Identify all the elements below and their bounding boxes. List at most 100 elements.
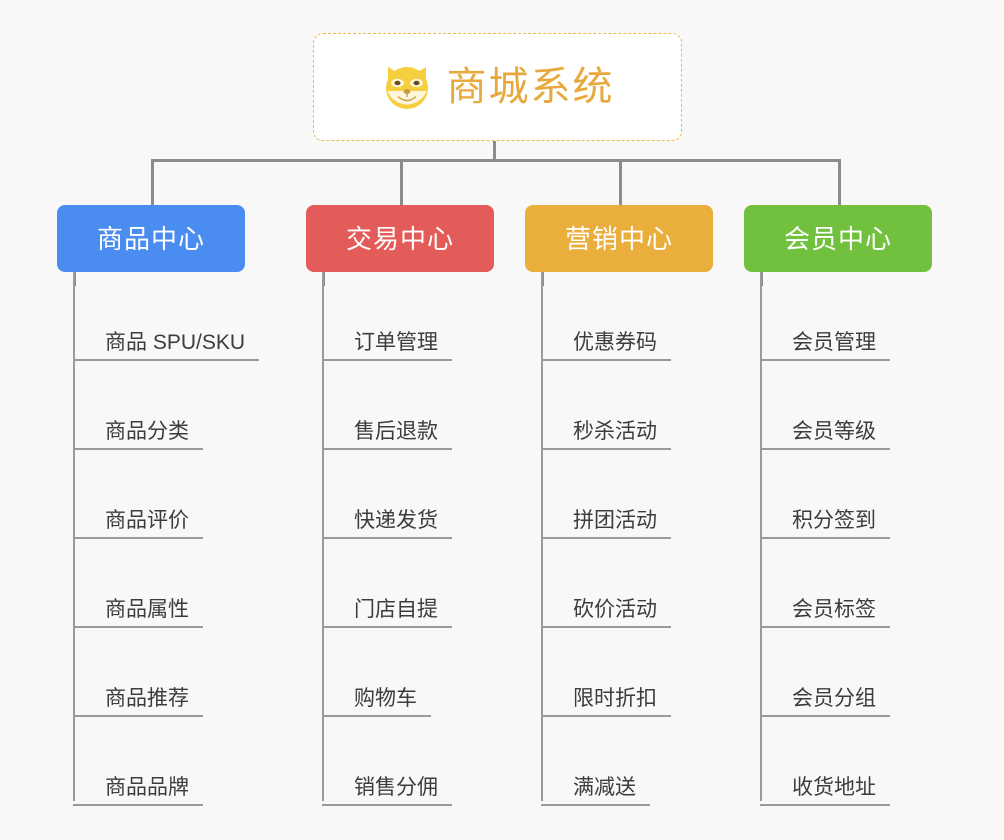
list-item-rule bbox=[541, 715, 671, 717]
list-item-label: 快递发货 bbox=[354, 508, 438, 532]
list-item[interactable]: 门店自提 bbox=[322, 539, 494, 628]
list-item-label: 满减送 bbox=[573, 775, 636, 799]
list-item-label: 会员标签 bbox=[792, 597, 876, 621]
list-item[interactable]: 商品 SPU/SKU bbox=[73, 272, 260, 361]
list-item[interactable]: 商品分类 bbox=[73, 361, 245, 450]
list-item-label: 销售分佣 bbox=[354, 775, 438, 799]
list-item[interactable]: 快递发货 bbox=[322, 450, 494, 539]
list-item-label: 砍价活动 bbox=[573, 597, 657, 621]
list-item-rule bbox=[760, 537, 890, 539]
list-item-rule bbox=[760, 359, 890, 361]
list-item-rule bbox=[322, 448, 452, 450]
list-item[interactable]: 收货地址 bbox=[760, 717, 932, 806]
category-column-marketing: 营销中心 优惠券码 秒杀活动 拼团活动 砍价活动 限时折扣 满减送 bbox=[525, 205, 713, 817]
connector-root-vertical bbox=[493, 141, 496, 161]
list-item[interactable]: 售后退款 bbox=[322, 361, 494, 450]
list-item-rule bbox=[73, 448, 203, 450]
list-item-rule bbox=[541, 359, 671, 361]
category-column-member: 会员中心 会员管理 会员等级 积分签到 会员标签 会员分组 收货地址 bbox=[744, 205, 932, 817]
connector-drop-3 bbox=[619, 159, 622, 205]
list-item-label: 售后退款 bbox=[354, 419, 438, 443]
list-item[interactable]: 销售分佣 bbox=[322, 717, 494, 806]
list-item-label: 会员分组 bbox=[792, 686, 876, 710]
category-column-trade: 交易中心 订单管理 售后退款 快递发货 门店自提 购物车 销售分佣 bbox=[306, 205, 494, 817]
column-spine bbox=[541, 272, 543, 801]
list-item[interactable]: 商品评价 bbox=[73, 450, 245, 539]
category-header-marketing[interactable]: 营销中心 bbox=[525, 205, 713, 272]
list-item-rule bbox=[73, 715, 203, 717]
list-item-rule bbox=[322, 715, 431, 717]
column-spine bbox=[322, 272, 324, 801]
list-item-rule bbox=[73, 626, 203, 628]
list-item-rule bbox=[322, 537, 452, 539]
connector-drop-4 bbox=[838, 159, 841, 205]
column-spine bbox=[73, 272, 75, 801]
list-item-label: 商品品牌 bbox=[105, 775, 189, 799]
list-item-label: 会员等级 bbox=[792, 419, 876, 443]
list-item-label: 收货地址 bbox=[792, 775, 876, 799]
list-item[interactable]: 商品属性 bbox=[73, 539, 245, 628]
list-item-label: 门店自提 bbox=[354, 597, 438, 621]
list-item[interactable]: 积分签到 bbox=[760, 450, 932, 539]
list-item-rule bbox=[541, 448, 671, 450]
category-items-trade: 订单管理 售后退款 快递发货 门店自提 购物车 销售分佣 bbox=[322, 272, 494, 817]
connector-horizontal-bus bbox=[151, 159, 840, 162]
list-item[interactable]: 优惠券码 bbox=[541, 272, 713, 361]
list-item-rule bbox=[73, 537, 203, 539]
list-item-label: 商品推荐 bbox=[105, 686, 189, 710]
list-item-rule bbox=[322, 359, 452, 361]
category-title: 交易中心 bbox=[345, 223, 454, 254]
list-item-label: 商品 SPU/SKU bbox=[105, 330, 246, 354]
category-items-marketing: 优惠券码 秒杀活动 拼团活动 砍价活动 限时折扣 满减送 bbox=[541, 272, 713, 817]
list-item-label: 商品属性 bbox=[105, 597, 189, 621]
list-item-rule bbox=[760, 448, 890, 450]
list-item-rule bbox=[760, 715, 890, 717]
list-item-label: 拼团活动 bbox=[573, 508, 657, 532]
connector-drop-1 bbox=[151, 159, 154, 205]
category-header-trade[interactable]: 交易中心 bbox=[306, 205, 494, 272]
list-item[interactable]: 秒杀活动 bbox=[541, 361, 713, 450]
list-item[interactable]: 拼团活动 bbox=[541, 450, 713, 539]
list-item-label: 订单管理 bbox=[354, 330, 438, 354]
list-item-rule bbox=[322, 626, 452, 628]
category-items-member: 会员管理 会员等级 积分签到 会员标签 会员分组 收货地址 bbox=[760, 272, 932, 817]
list-item[interactable]: 会员分组 bbox=[760, 628, 932, 717]
list-item-label: 商品分类 bbox=[105, 419, 189, 443]
list-item-rule bbox=[73, 359, 260, 361]
list-item[interactable]: 限时折扣 bbox=[541, 628, 713, 717]
list-item[interactable]: 购物车 bbox=[322, 628, 494, 717]
category-title: 商品中心 bbox=[96, 223, 205, 254]
category-column-product: 商品中心 商品 SPU/SKU 商品分类 商品评价 商品属性 商品推荐 商品品牌 bbox=[57, 205, 260, 817]
list-item[interactable]: 商品品牌 bbox=[73, 717, 245, 806]
category-header-product[interactable]: 商品中心 bbox=[57, 205, 245, 272]
list-item-rule bbox=[73, 804, 203, 806]
list-item[interactable]: 会员标签 bbox=[760, 539, 932, 628]
list-item[interactable]: 会员等级 bbox=[760, 361, 932, 450]
list-item-label: 限时折扣 bbox=[573, 686, 657, 710]
list-item-label: 秒杀活动 bbox=[573, 419, 657, 443]
list-item-rule bbox=[541, 626, 671, 628]
list-item-rule bbox=[760, 626, 890, 628]
list-item-rule bbox=[541, 804, 650, 806]
list-item-label: 优惠券码 bbox=[573, 330, 657, 354]
list-item[interactable]: 满减送 bbox=[541, 717, 713, 806]
category-title: 营销中心 bbox=[564, 223, 673, 254]
root-title: 商城系统 bbox=[446, 65, 615, 109]
list-item-rule bbox=[760, 804, 890, 806]
list-item[interactable]: 砍价活动 bbox=[541, 539, 713, 628]
list-item-rule bbox=[322, 804, 452, 806]
list-item-label: 积分签到 bbox=[792, 508, 876, 532]
list-item-label: 商品评价 bbox=[105, 508, 189, 532]
list-item-label: 购物车 bbox=[354, 686, 417, 710]
category-title: 会员中心 bbox=[783, 223, 892, 254]
list-item[interactable]: 会员管理 bbox=[760, 272, 932, 361]
category-header-member[interactable]: 会员中心 bbox=[744, 205, 932, 272]
root-node[interactable]: 商城系统 bbox=[313, 33, 682, 141]
connector-drop-2 bbox=[400, 159, 403, 205]
category-items-product: 商品 SPU/SKU 商品分类 商品评价 商品属性 商品推荐 商品品牌 bbox=[73, 272, 260, 817]
list-item-rule bbox=[541, 537, 671, 539]
list-item[interactable]: 商品推荐 bbox=[73, 628, 245, 717]
shiba-dog-icon bbox=[385, 67, 428, 109]
list-item[interactable]: 订单管理 bbox=[322, 272, 494, 361]
